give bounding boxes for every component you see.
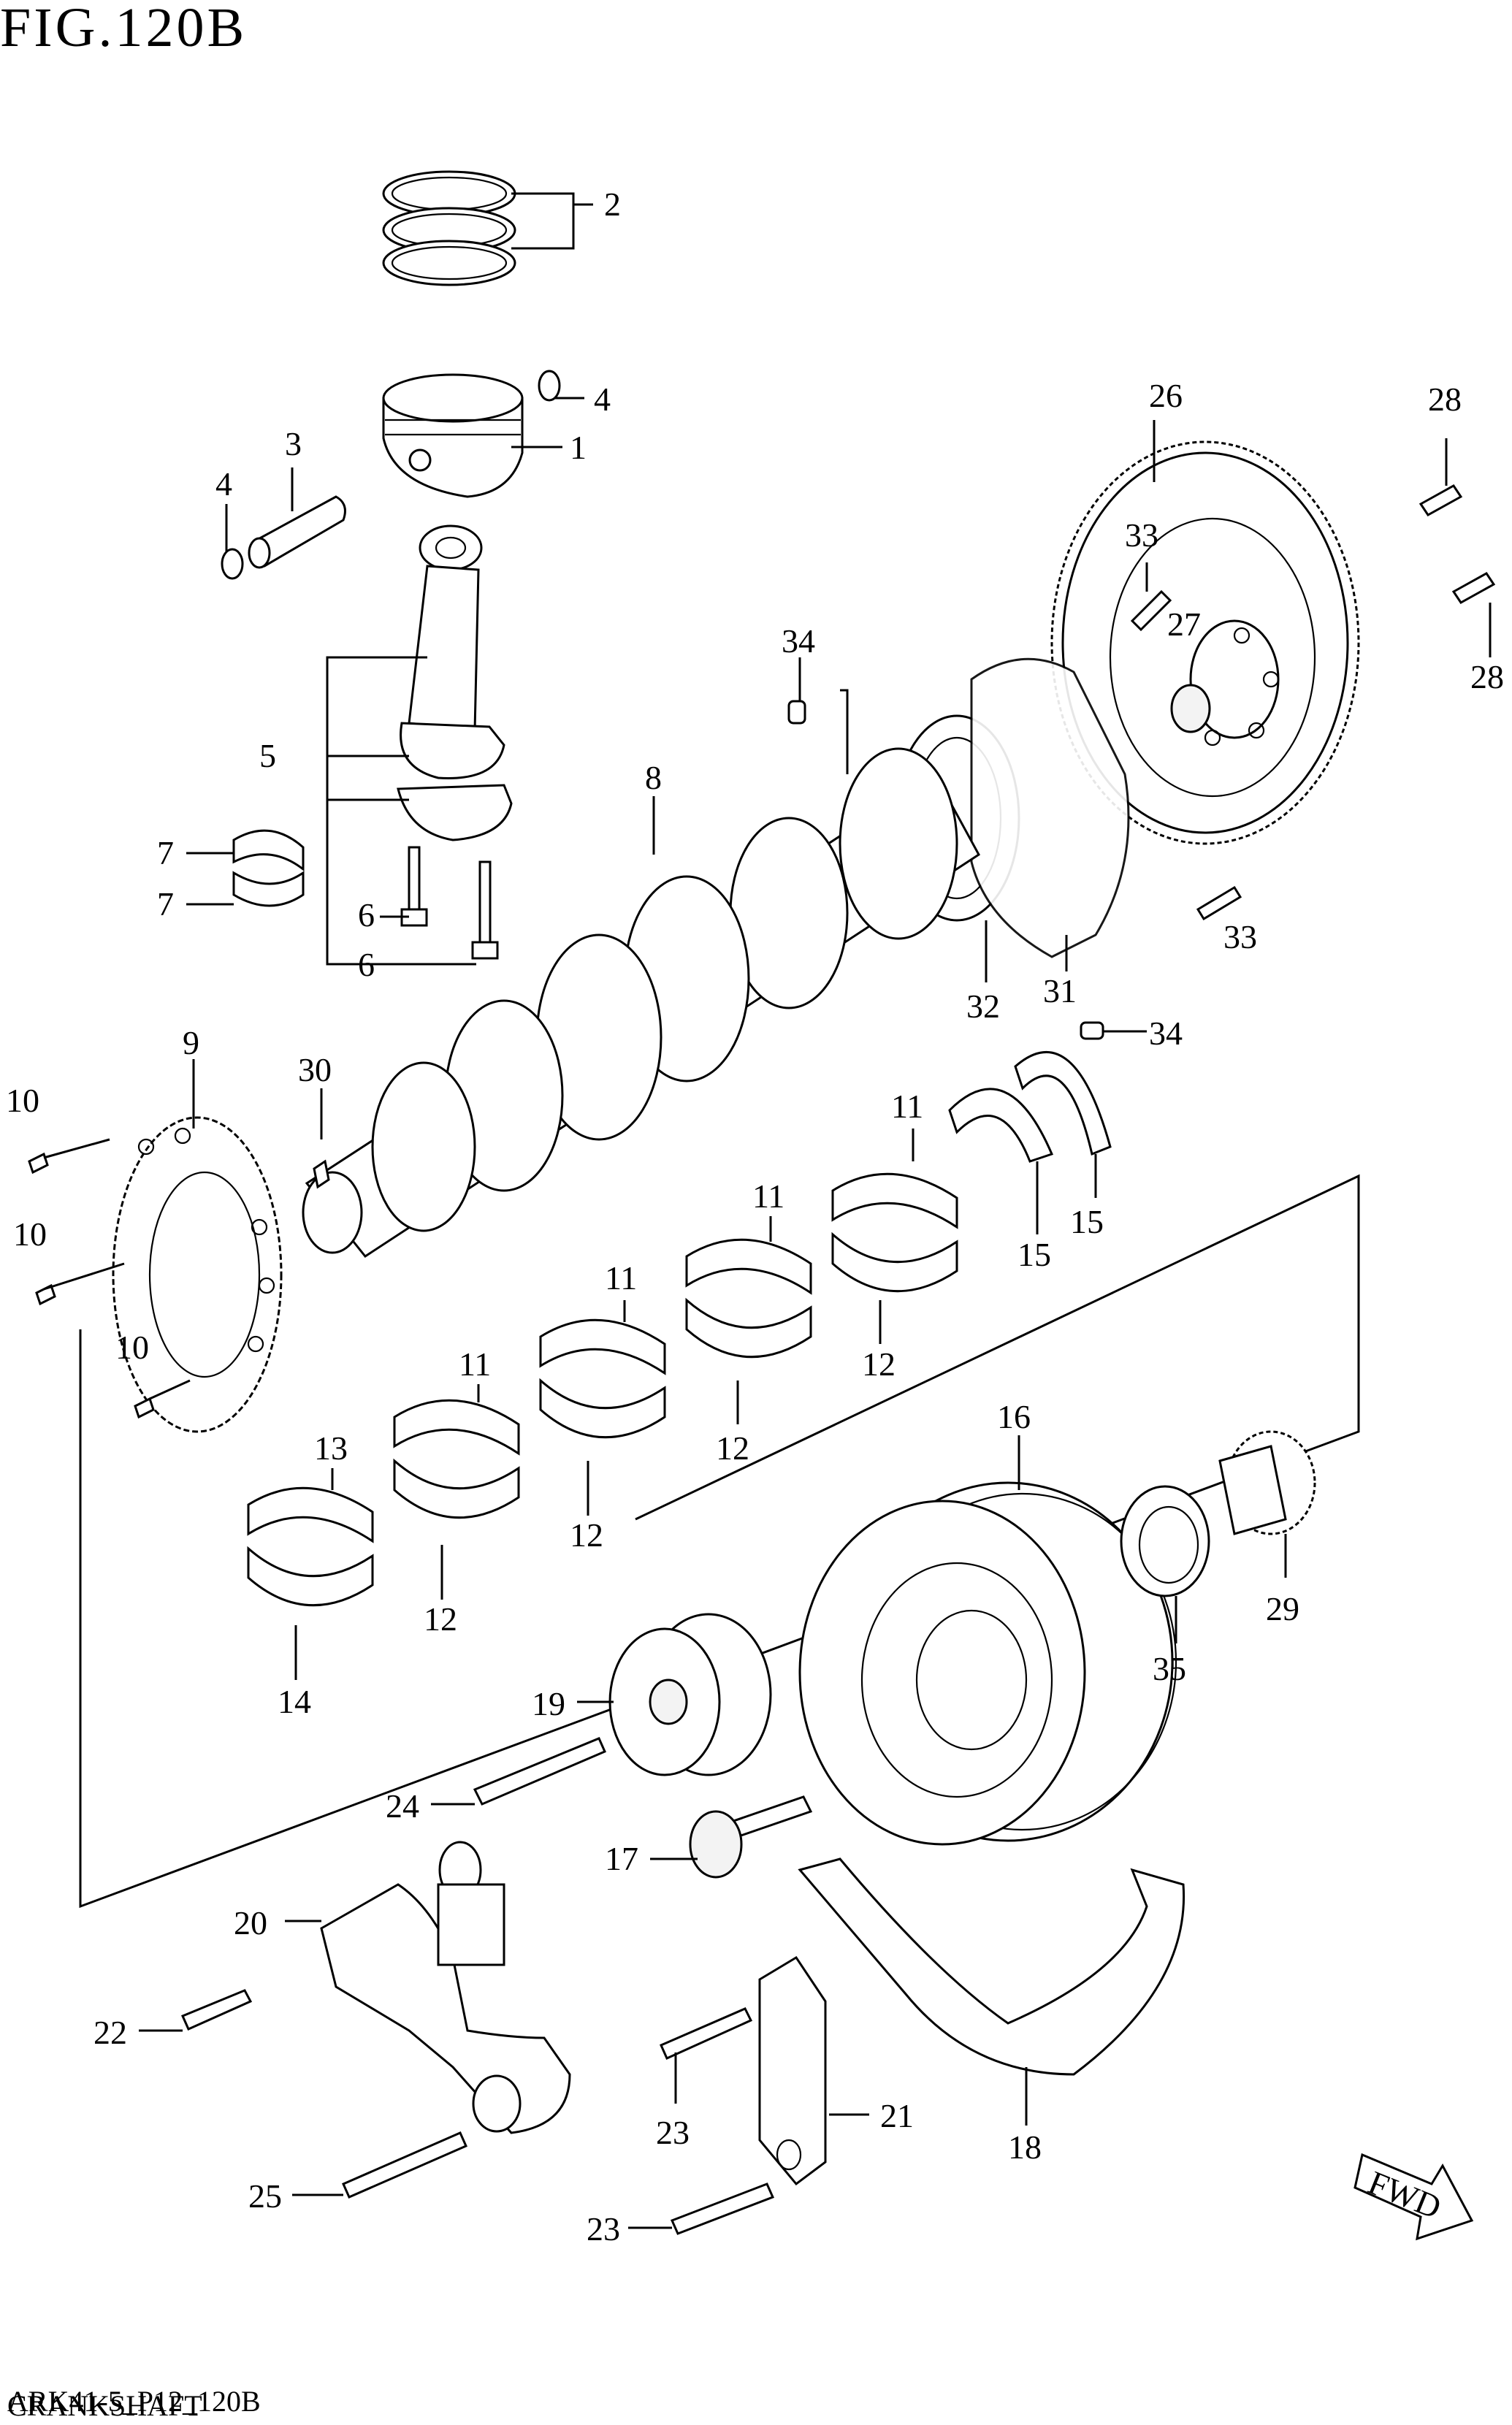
- crank-timing-sprocket: [1218, 1430, 1316, 1535]
- figure-code: ARK41-5_P12_120B: [7, 2385, 261, 2418]
- figure-name: CRANKSHAFT: [7, 2389, 202, 2422]
- callout-18: 18: [1008, 2128, 1042, 2166]
- drive-belt: [798, 1857, 1185, 2076]
- callout-27: 27: [1167, 606, 1201, 643]
- belt-tensioner: [320, 1841, 571, 2134]
- callout-4: 4: [215, 465, 232, 503]
- piston-pin: [221, 495, 346, 580]
- callout-10: 10: [13, 1215, 47, 1253]
- fwd-arrow: FWD: [1353, 2153, 1474, 2241]
- callout-24: 24: [386, 1787, 419, 1825]
- front-oil-seal: [1120, 1485, 1210, 1597]
- callout-28: 28: [1428, 381, 1462, 418]
- callout-25: 25: [248, 2177, 282, 2215]
- callout-5: 5: [259, 737, 276, 774]
- callout-10: 10: [6, 1082, 39, 1119]
- crankshaft-pulley: [798, 1481, 1177, 1846]
- callout-34: 34: [1149, 1015, 1183, 1052]
- callout-34: 34: [782, 622, 815, 660]
- bracket-bolts: [181, 1989, 775, 2235]
- figure-title: FIG.120B: [0, 0, 248, 58]
- callout-12: 12: [570, 1516, 603, 1554]
- callout-12: 12: [424, 1600, 457, 1638]
- callout-13: 13: [314, 1429, 348, 1467]
- callout-31: 31: [1043, 972, 1077, 1009]
- callout-33: 33: [1223, 918, 1257, 955]
- callout-12: 12: [716, 1429, 749, 1467]
- callout-11: 11: [605, 1259, 637, 1296]
- callout-2: 2: [604, 186, 621, 223]
- callout-3: 3: [285, 425, 302, 462]
- callout-10: 10: [115, 1329, 149, 1366]
- callout-9: 9: [183, 1024, 199, 1061]
- rod-bolts: [400, 846, 499, 960]
- flywheel: [1050, 440, 1360, 845]
- main-bearings: [247, 1172, 958, 1607]
- callout-11: 11: [891, 1088, 923, 1125]
- callout-6: 6: [358, 946, 375, 983]
- callout-6: 6: [358, 896, 375, 933]
- piston-rings: [382, 170, 516, 286]
- fasteners-rear: [787, 484, 1496, 1040]
- sensor-plate-bolts: [28, 1152, 155, 1419]
- callout-26: 26: [1149, 377, 1183, 414]
- piston: [382, 370, 561, 498]
- callout-17: 17: [605, 1840, 638, 1877]
- callout-33: 33: [1125, 516, 1158, 554]
- sensor-plate: [112, 1116, 283, 1433]
- rod-bearings: [232, 829, 305, 907]
- idler-pulley: [608, 1613, 772, 1776]
- callout-4: 4: [594, 381, 611, 418]
- crankshaft: [302, 747, 980, 1259]
- thrust-washers: [948, 1051, 1112, 1163]
- callouts: 2 4 1 3 4 26 28 33 27 28 34 5 8 7 7 6 6 …: [6, 186, 1504, 2248]
- callout-30: 30: [298, 1051, 332, 1088]
- callout-14: 14: [278, 1683, 311, 1720]
- callout-12: 12: [862, 1345, 896, 1383]
- callout-32: 32: [966, 988, 1000, 1025]
- leader-lines: [43, 192, 1492, 2229]
- callout-1: 1: [570, 429, 587, 466]
- callout-8: 8: [645, 759, 662, 796]
- callout-19: 19: [532, 1685, 565, 1722]
- callout-16: 16: [997, 1398, 1031, 1435]
- callout-23: 23: [587, 2210, 620, 2248]
- callout-15: 15: [1017, 1236, 1051, 1273]
- tensioner-bracket: [758, 1955, 827, 2186]
- bearing-group-bracket: [79, 1174, 1360, 1909]
- callout-28: 28: [1470, 658, 1504, 695]
- callout-11: 11: [459, 1345, 491, 1383]
- callout-20: 20: [234, 1904, 267, 1941]
- callout-11: 11: [752, 1177, 784, 1215]
- callout-15: 15: [1070, 1203, 1104, 1240]
- crank-key: [313, 1159, 330, 1189]
- callout-29: 29: [1266, 1590, 1299, 1627]
- callout-7: 7: [157, 885, 174, 923]
- callout-7: 7: [157, 834, 174, 871]
- callout-21: 21: [880, 2097, 914, 2134]
- callout-22: 22: [93, 2014, 127, 2051]
- idler-bolts: [473, 1737, 813, 1879]
- callout-35: 35: [1153, 1650, 1186, 1687]
- rear-plate: [970, 657, 1130, 958]
- callout-23: 23: [656, 2114, 690, 2151]
- connecting-rod: [397, 524, 513, 841]
